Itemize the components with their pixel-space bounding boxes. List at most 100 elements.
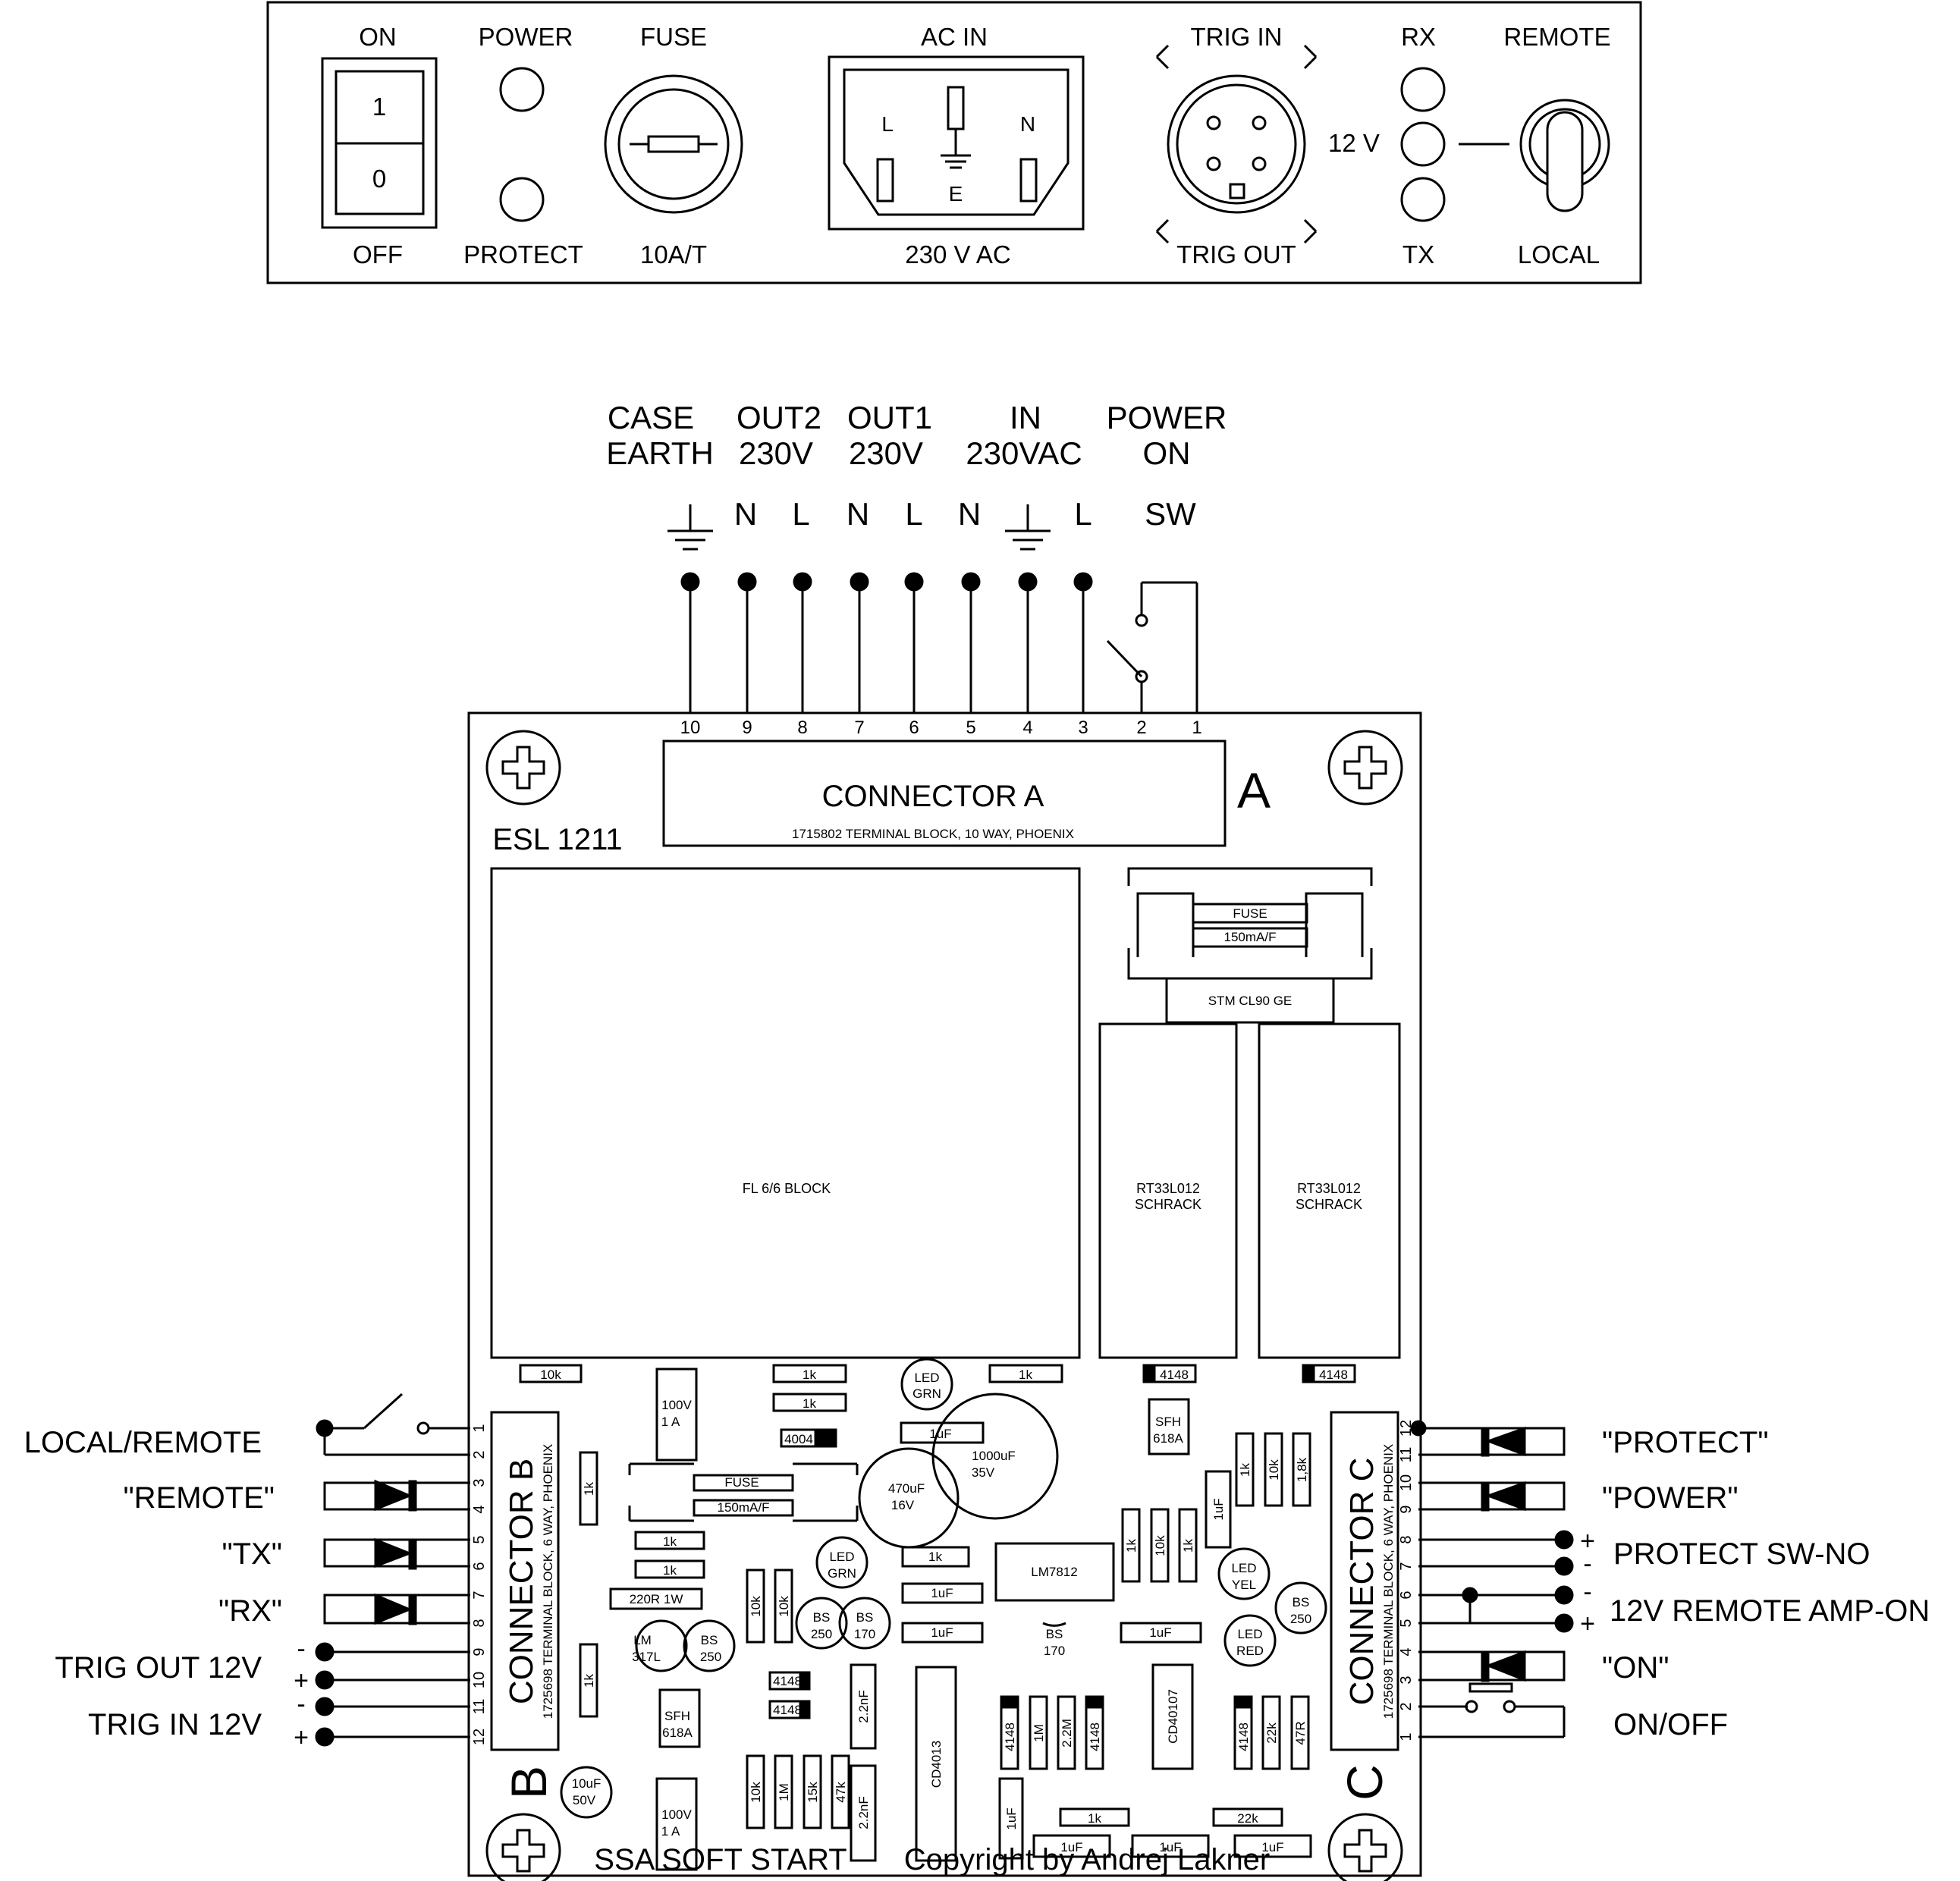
power-label: POWER <box>479 23 573 51</box>
pin-number: 9 <box>742 718 752 738</box>
component-label: RED <box>1236 1644 1264 1658</box>
power-lamp <box>499 67 545 112</box>
component-label: 150mA/F <box>718 1500 770 1515</box>
component-label: BS <box>856 1610 874 1625</box>
component-label: 100V <box>661 1807 692 1822</box>
pin-c-1: 1 <box>1398 1732 1415 1741</box>
minus-sign: - <box>297 1634 305 1663</box>
connector-b-title: CONNECTOR B <box>503 1459 540 1704</box>
screw-icon <box>1327 730 1403 805</box>
pin-b-4: 4 <box>471 1505 488 1513</box>
led-icons-right <box>1410 1420 1574 1682</box>
remote-label: REMOTE <box>1503 23 1610 51</box>
connector-c-title: CONNECTOR C <box>1343 1458 1380 1706</box>
pin-c-11: 11 <box>1398 1447 1415 1463</box>
component-label: CD4013 <box>929 1741 944 1788</box>
pin-b-3: 3 <box>471 1478 488 1487</box>
pin-b-9: 9 <box>471 1647 488 1656</box>
component-label: BS <box>813 1610 831 1625</box>
component-label: 10uF <box>572 1776 602 1791</box>
component-label: 1uF <box>929 1427 951 1441</box>
filter-block-label: FL 6/6 BLOCK <box>743 1181 831 1196</box>
component-label: 1 A <box>661 1415 680 1429</box>
pin-b-5: 5 <box>471 1535 488 1543</box>
protect-sw-label: PROTECT SW-NO <box>1613 1537 1870 1571</box>
component-label: 1k <box>1088 1811 1101 1826</box>
screw-icon <box>1327 1813 1403 1881</box>
pin-l: L <box>905 496 922 532</box>
component-label: 10k <box>777 1596 791 1617</box>
component-label: 22k <box>1237 1811 1258 1826</box>
component-label: YEL <box>1232 1578 1256 1592</box>
connector-a-terminals <box>680 572 1093 592</box>
out2-label: OUT2 <box>737 400 821 435</box>
remote-amp-label: 12V REMOTE AMP-ON <box>1610 1594 1930 1628</box>
fuse-rating-label: 150mA/F <box>1224 930 1277 944</box>
led-icons-left <box>315 1419 417 1747</box>
pin-b-1: 1 <box>471 1424 488 1432</box>
component-label: 2.2M <box>1060 1719 1074 1748</box>
pcb-outline <box>467 711 1422 1877</box>
connector-a-block <box>662 740 1227 847</box>
tx-jack <box>1400 177 1446 222</box>
pin-b-7: 7 <box>471 1591 488 1599</box>
on-led-label: "ON" <box>1602 1651 1669 1685</box>
power-led-label: "POWER" <box>1602 1481 1739 1515</box>
connector-b-letter: B <box>501 1766 557 1799</box>
connector-b-subtitle: 1725698 TERMINAL BLOCK, 6 WAY, PHOENIX <box>541 1444 555 1719</box>
rx-jack <box>1400 67 1446 112</box>
component-label: 1000uF <box>972 1449 1016 1463</box>
12v-label: 12 V <box>1328 129 1380 157</box>
component-label: LED <box>1231 1561 1256 1575</box>
component-label: 4148 <box>773 1674 802 1688</box>
component-label: 170 <box>854 1627 875 1641</box>
pin-c-12: 12 <box>1398 1420 1415 1437</box>
relay-2 <box>1258 1022 1401 1359</box>
pin-c-4: 4 <box>1398 1647 1415 1656</box>
minus-sign: - <box>297 1690 305 1719</box>
power-on-label-2: ON <box>1143 435 1191 471</box>
component-label: 1uF <box>1159 1840 1181 1854</box>
protect-label: PROTECT <box>463 240 583 268</box>
component-label: 1k <box>1238 1463 1252 1477</box>
connector-c-letter: C <box>1337 1764 1393 1801</box>
trig-out-label: TRIG OUT 12V <box>55 1651 262 1685</box>
pin-l: L <box>1074 496 1092 532</box>
fuse-label: FUSE <box>1233 906 1267 921</box>
component-label: LED <box>1237 1627 1262 1641</box>
component-label: 1k <box>663 1534 677 1549</box>
pin-c-6: 6 <box>1398 1591 1415 1599</box>
pin-c-8: 8 <box>1398 1535 1415 1543</box>
component-label: 1M <box>1032 1724 1046 1742</box>
component-label: 1k <box>663 1563 677 1578</box>
fuse-holder-label: STM CL90 GE <box>1208 994 1293 1008</box>
plus-sign: + <box>1580 1527 1595 1556</box>
component-label: 4148 <box>1160 1368 1189 1382</box>
footer-left: SSA SOFT START <box>594 1843 847 1876</box>
component-label: 470uF <box>888 1481 925 1496</box>
component-label: 35V <box>972 1465 995 1480</box>
component-label: 220R 1W <box>630 1592 683 1606</box>
component-label: 1uF <box>1211 1498 1226 1520</box>
component-label: 1k <box>928 1550 942 1564</box>
board-model: ESL 1211 <box>492 823 622 856</box>
screw-icon <box>485 1813 561 1881</box>
component-label: 1k <box>803 1368 816 1382</box>
footer-right: Copyright by Andrej Lakner <box>904 1843 1271 1876</box>
component-label: 1k <box>1124 1539 1139 1553</box>
ac-voltage: 230 V AC <box>905 240 1010 268</box>
on-off-label: ON/OFF <box>1613 1708 1728 1741</box>
plus-sign: + <box>294 1666 309 1695</box>
component-label: 16V <box>891 1498 915 1512</box>
component-label: FUSE <box>724 1475 759 1490</box>
component-label: LM <box>633 1633 652 1647</box>
pin-b-12: 12 <box>471 1729 488 1745</box>
component-label: GRN <box>912 1386 941 1401</box>
earth-symbol-icon <box>1005 504 1051 551</box>
remote-led-label: "REMOTE" <box>123 1481 275 1515</box>
pin-number: 4 <box>1022 718 1032 738</box>
pin-number: 8 <box>797 718 807 738</box>
connector-c-subtitle: 1725698 TERMINAL BLOCK, 6 WAY, PHOENIX <box>1381 1444 1396 1719</box>
component-label: 1uF <box>931 1625 953 1640</box>
component-label: 170 <box>1044 1644 1065 1658</box>
